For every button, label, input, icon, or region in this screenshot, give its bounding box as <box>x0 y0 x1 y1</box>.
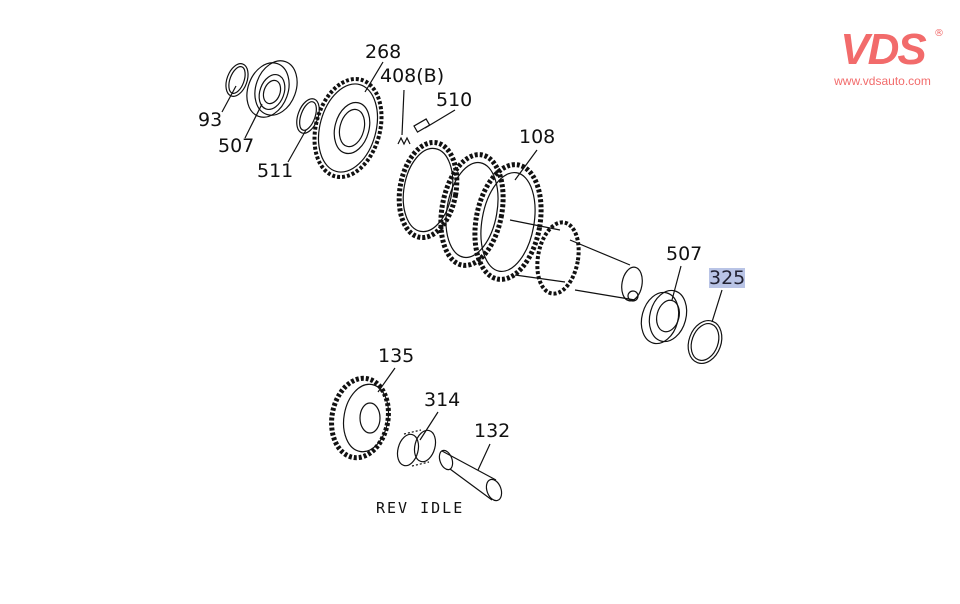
callout-507-top[interactable]: 507 <box>218 135 255 157</box>
callout-511[interactable]: 511 <box>257 160 294 182</box>
callout-135[interactable]: 135 <box>378 345 415 367</box>
reverse-idle-gear-135[interactable] <box>325 374 394 463</box>
snap-ring-325[interactable] <box>682 316 727 368</box>
callout-325-selected[interactable]: 325 <box>709 267 746 289</box>
leader-lines <box>221 61 723 471</box>
bearing-507-right[interactable] <box>636 286 692 348</box>
callout-507-right[interactable]: 507 <box>666 243 703 265</box>
idle-shaft-132[interactable] <box>437 449 504 503</box>
logo-mark: VDS <box>840 25 926 74</box>
counter-shaft-108[interactable] <box>392 138 645 303</box>
callout-314[interactable]: 314 <box>424 389 461 411</box>
callout-108[interactable]: 108 <box>519 126 556 148</box>
callout-268[interactable]: 268 <box>365 41 402 63</box>
snap-ring-93[interactable] <box>222 61 252 100</box>
logo-url: www.vdsauto.com <box>834 74 931 88</box>
registered-mark: ® <box>934 28 944 39</box>
vds-logo: VDS ® www.vdsauto.com <box>815 28 950 98</box>
callout-510[interactable]: 510 <box>436 89 473 111</box>
spring-408b[interactable] <box>397 136 411 146</box>
needle-bearing-314[interactable] <box>394 428 439 468</box>
gear-268[interactable] <box>304 71 392 184</box>
callout-93[interactable]: 93 <box>198 109 223 131</box>
bearing-507-top[interactable] <box>240 55 305 123</box>
pin-510[interactable] <box>413 118 431 133</box>
callout-132[interactable]: 132 <box>474 420 511 442</box>
callout-408b[interactable]: 408(B) <box>380 65 445 87</box>
rev-idle-note: REV IDLE <box>376 499 465 517</box>
